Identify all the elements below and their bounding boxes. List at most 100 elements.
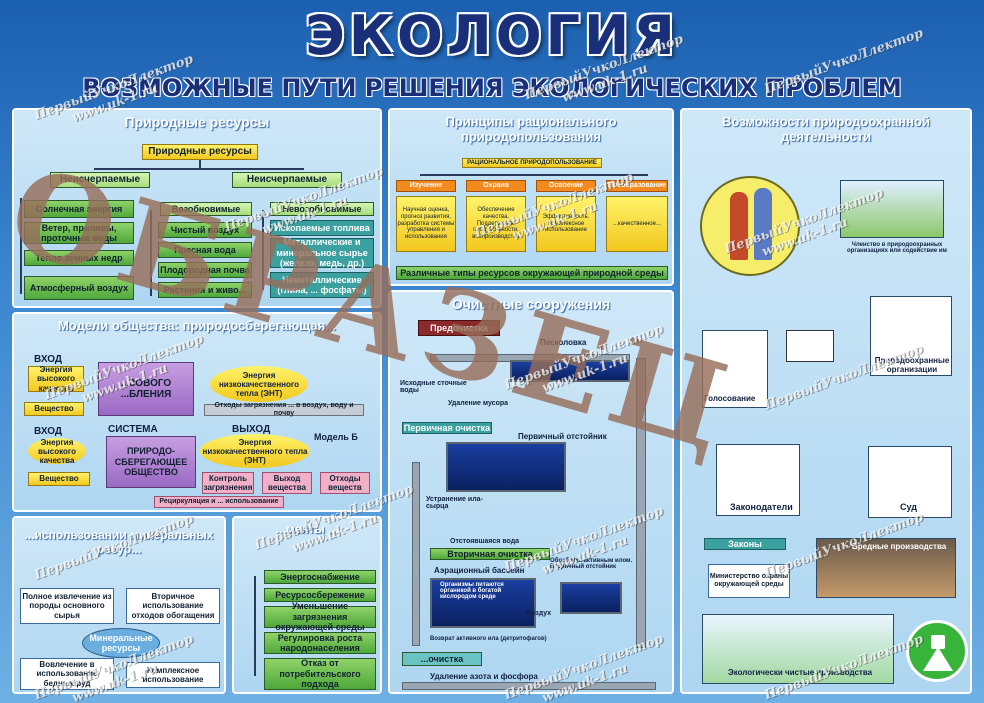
resources-inexhaustible: Неисчерпаемые	[50, 172, 150, 188]
mail-icon	[786, 330, 834, 362]
resource-fossil-fuel: Ископаемые топлива	[270, 220, 374, 236]
model-recycle: Рециркуляция и ... использование	[154, 496, 284, 508]
principles-top: РАЦИОНАЛЬНОЕ ПРИРОДОПОЛЬЗОВАНИЕ	[462, 158, 602, 168]
resource-soil: Плодородная почва	[158, 262, 252, 278]
model-society-a: ...ЗОВОГО ...БЛЕНИЯ	[98, 362, 194, 416]
mineral-center: Минеральные ресурсы	[82, 628, 160, 658]
treatment-nitrogen: Удаление азота и фосфора	[430, 672, 538, 681]
panel-head: ...использовании минеральных ресур...	[24, 528, 214, 556]
principle-study: Изучение	[396, 180, 456, 192]
mineral-full-extraction: Полное извлечение из породы основного сы…	[20, 588, 114, 624]
resource-fresh-water: Пресная вода	[158, 242, 252, 258]
lawmakers-picture	[716, 444, 800, 516]
mineral-secondary: Вторичное использование отходов обогащен…	[126, 588, 220, 624]
model-matter: Вещество	[24, 402, 84, 416]
model-input-b: ВХОД	[34, 426, 63, 437]
protection-court: Суд	[900, 502, 917, 512]
treatment-secondary: Вторичная очистка	[430, 548, 550, 560]
panel-minerals: ...использовании минеральных ресур... По…	[12, 516, 226, 694]
energy-item-saving: Ресурсосбережение	[264, 588, 376, 602]
protection-voters: Голосование	[704, 394, 756, 403]
treatment-sludge: Устранение ила-сырца	[426, 496, 483, 510]
model-matter-b: Вещество	[28, 472, 90, 486]
principles-bottom: Различные типы ресурсов окружающей приро…	[396, 266, 668, 280]
org-picture	[870, 296, 952, 376]
resources-nonrenewable: Невозобновимые	[270, 202, 374, 216]
principle-study-text: Научная оценка, прогноз развития, разраб…	[396, 196, 456, 252]
principle-transform-text: ...качественное...	[606, 196, 668, 252]
protection-lawmakers: Законодатели	[730, 502, 793, 512]
model-output: ВЫХОД	[232, 424, 271, 435]
treatment-organisms: Организмы питаются органикой в богатой к…	[440, 582, 504, 600]
treatment-pre: Предочистка	[418, 320, 500, 336]
poster-title: ЭКОЛОГИЯ	[305, 4, 679, 67]
protection-laws: Законы	[704, 538, 786, 550]
resource-metal: Металлические и минеральное сырье (желез…	[270, 237, 374, 268]
panel-head: Возможности природоохранной деятельности	[722, 114, 930, 144]
protection-membership: Членство в природоохранных организациях …	[847, 242, 947, 254]
panel-head: Очистные сооружения	[451, 296, 611, 312]
model-energy-low-b: Энергия низкокачественного тепла (ЭНТ)	[200, 434, 310, 468]
energy-item-pollution: Уменьшение загрязнения окружающей среды	[264, 601, 376, 632]
panel-treatment: Очистные сооружения Предочистка Песколов…	[388, 290, 674, 694]
treatment-sand: Песколовка	[540, 338, 587, 347]
model-energy-high: Энергия высокого качества	[28, 365, 84, 393]
treatment-air: Воздух	[526, 610, 552, 617]
model-control: Контроль загрязнения	[202, 472, 254, 494]
principle-transform: Преобразование	[606, 180, 668, 192]
energy-item-population: Регулировка роста народонаселения	[264, 632, 376, 654]
model-energy-high-b: Энергия высокого качества	[28, 438, 86, 465]
panel-head: ...менты ...	[275, 522, 339, 536]
treatment-trash: Удаление мусора	[448, 400, 509, 407]
resource-geothermal: Тепло земных недр	[24, 250, 134, 266]
resource-air: Атмосферный воздух	[24, 276, 134, 300]
people-circle	[700, 176, 800, 276]
voting-picture	[702, 330, 768, 408]
panel-head: Принципы рационального природопользовани…	[445, 114, 617, 144]
principle-protect-text: Обеспечение качества. Поддержание продук…	[466, 196, 526, 252]
poster-subtitle: ВОЗМОЖНЫЕ ПУТИ РЕШЕНИЯ ЭКОЛОГИЧЕСКИХ ПРО…	[82, 74, 902, 102]
resources-exhaustible: Неисчерпаемые	[232, 172, 342, 188]
panel-principles: Принципы рационального природопользовани…	[388, 108, 674, 286]
resource-solar: Солнечная энергия	[24, 200, 134, 218]
clean-city-picture	[702, 614, 894, 684]
protection-ministry: Министерство охраны окружающей среды	[708, 564, 790, 598]
panel-head: Модели общества: природосберегающая...	[57, 318, 337, 333]
model-pollution-note: Отходы загрязнения ... в воздух, воду и …	[204, 402, 364, 417]
resources-root: Природные ресурсы	[142, 144, 258, 160]
panel-head: Природные ресурсы	[124, 114, 270, 130]
membership-picture	[840, 180, 944, 238]
protection-org: Природоохранные организации	[874, 356, 950, 374]
flask-icon	[906, 620, 968, 682]
protection-clean-industry: Экологически чистые производства	[728, 668, 873, 677]
person-icon	[730, 192, 748, 260]
model-input: ВХОД	[34, 354, 63, 365]
treatment-primary: Первичная очистка	[402, 422, 492, 434]
person-icon	[754, 188, 772, 260]
resource-wind: Ветер, приливы, проточные воды	[24, 222, 134, 244]
industry-picture	[816, 538, 956, 598]
principle-protect: Охрана	[466, 180, 526, 192]
energy-item-supply: Энергоснабжение	[264, 570, 376, 584]
treatment-settling: Отстоявшаяся вода	[450, 538, 520, 545]
resource-plants: Растения и живо...	[158, 282, 252, 298]
treatment-primary-tank: Первичный отстойник	[518, 432, 607, 441]
panel-protection: Возможности природоохранной деятельности…	[680, 108, 972, 694]
treatment-return: Возврат активного ила (детритофагов)	[430, 636, 547, 642]
mineral-complex: Комплексное использование	[126, 662, 220, 688]
model-out-matter: Выход вещества	[262, 472, 312, 494]
resources-renewable: Возобновимые	[160, 202, 252, 216]
energy-item-consumer: Отказ от потребительского подхода	[264, 658, 376, 690]
treatment-aeration: Аэрационный бассейн	[434, 566, 525, 575]
model-society-b: ПРИРОДО-СБЕРЕГАЮЩЕЕ ОБЩЕСТВО	[106, 436, 196, 488]
protection-industry: Вредные производства	[852, 542, 947, 551]
principle-develop-text: Эффективность. Комплексное использование	[536, 196, 596, 252]
panel-natural-resources: Природные ресурсы Природные ресурсы Неис…	[12, 108, 382, 308]
treatment-activated: Обработка активным илом. Вторичный отсто…	[550, 558, 633, 570]
resource-nonmetal: Неметаллические (глина, ... фосфаты)	[270, 272, 374, 298]
model-waste: Отходы веществ	[320, 472, 370, 494]
model-system: СИСТЕМА	[108, 424, 158, 435]
panel-energy-list: ...менты ... Энергоснабжение Ресурсосбер…	[232, 516, 382, 694]
model-output-a: Энергия низкокачественного тепла (ЭНТ)	[210, 366, 308, 402]
treatment-tertiary: ...очистка	[402, 652, 482, 666]
